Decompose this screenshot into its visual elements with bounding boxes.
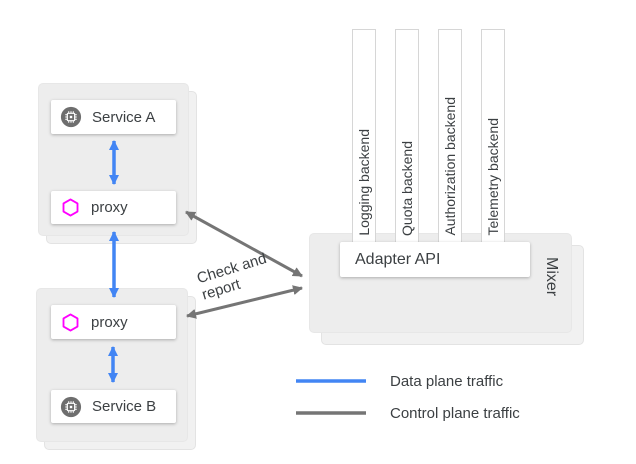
proxy-a-label: proxy — [91, 199, 128, 216]
service-b-label: Service B — [92, 398, 157, 415]
backend-column-logging: Logging backend — [352, 29, 376, 244]
adapter-api-label: Adapter API — [355, 250, 441, 268]
backend-label: Telemetry backend — [485, 118, 501, 236]
proxy-b-node: proxy — [51, 305, 176, 339]
proxy-b-label: proxy — [91, 313, 128, 331]
proxy-hexagon-icon — [60, 312, 81, 333]
proxy-a-node: proxy — [51, 191, 176, 224]
backend-label: Authorization backend — [442, 97, 458, 236]
service-a-node: Service A — [51, 100, 176, 134]
service-chip-icon — [60, 396, 82, 418]
backend-label: Logging backend — [356, 129, 372, 236]
adapter-api-node: Adapter API — [340, 242, 530, 277]
service-chip-icon — [60, 106, 82, 128]
legend-data-plane-label: Data plane traffic — [390, 373, 504, 390]
check-and-report-annotation: Check and report — [195, 250, 269, 304]
service-b-node: Service B — [51, 390, 176, 423]
backend-column-telemetry: Telemetry backend — [481, 29, 505, 244]
mixer-label: Mixer — [543, 257, 560, 297]
legend-control-plane-label: Control plane traffic — [390, 405, 520, 422]
service-a-label: Service A — [92, 108, 156, 126]
backend-column-quota: Quota backend — [395, 29, 419, 244]
backend-label: Quota backend — [399, 141, 415, 236]
backend-column-authorization: Authorization backend — [438, 29, 462, 244]
proxy-hexagon-icon — [60, 197, 81, 218]
